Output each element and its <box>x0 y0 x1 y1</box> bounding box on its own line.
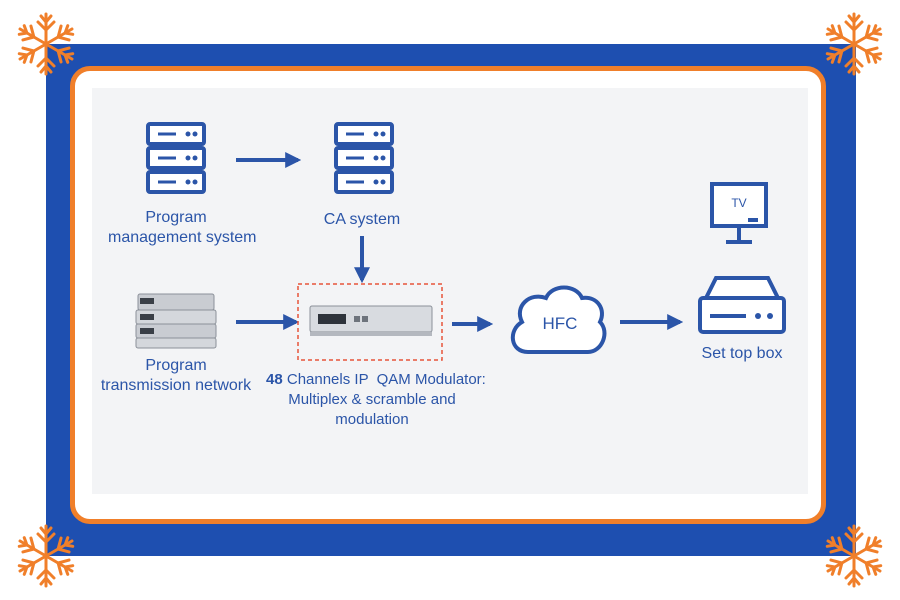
qam-modulator-label: 48 Channels IP QAM Modulator: Multiplex … <box>266 371 486 428</box>
hfc-label: HFC <box>542 314 578 333</box>
diagram-panel <box>92 88 808 494</box>
snowflake-icon <box>822 524 886 588</box>
snowflake-icon <box>822 12 886 76</box>
snowflake-icon <box>14 524 78 588</box>
tv-label: TV <box>731 196 747 210</box>
qam-modulator-device-icon <box>309 305 433 336</box>
modulator-highlight-box <box>297 283 443 361</box>
snowflake-icon <box>14 12 78 76</box>
server-icon <box>146 122 206 194</box>
cloud-icon <box>511 285 607 354</box>
program-transmission-label: Program transmission network <box>100 357 252 394</box>
server-icon <box>334 122 394 194</box>
rack-equipment-icon <box>135 293 217 349</box>
tv-icon <box>710 182 768 244</box>
set-top-box-icon <box>698 276 786 334</box>
ca-system-label: CA system <box>323 211 401 228</box>
set-top-box-label: Set top box <box>701 345 783 362</box>
program-management-label: Program management system <box>108 209 257 246</box>
